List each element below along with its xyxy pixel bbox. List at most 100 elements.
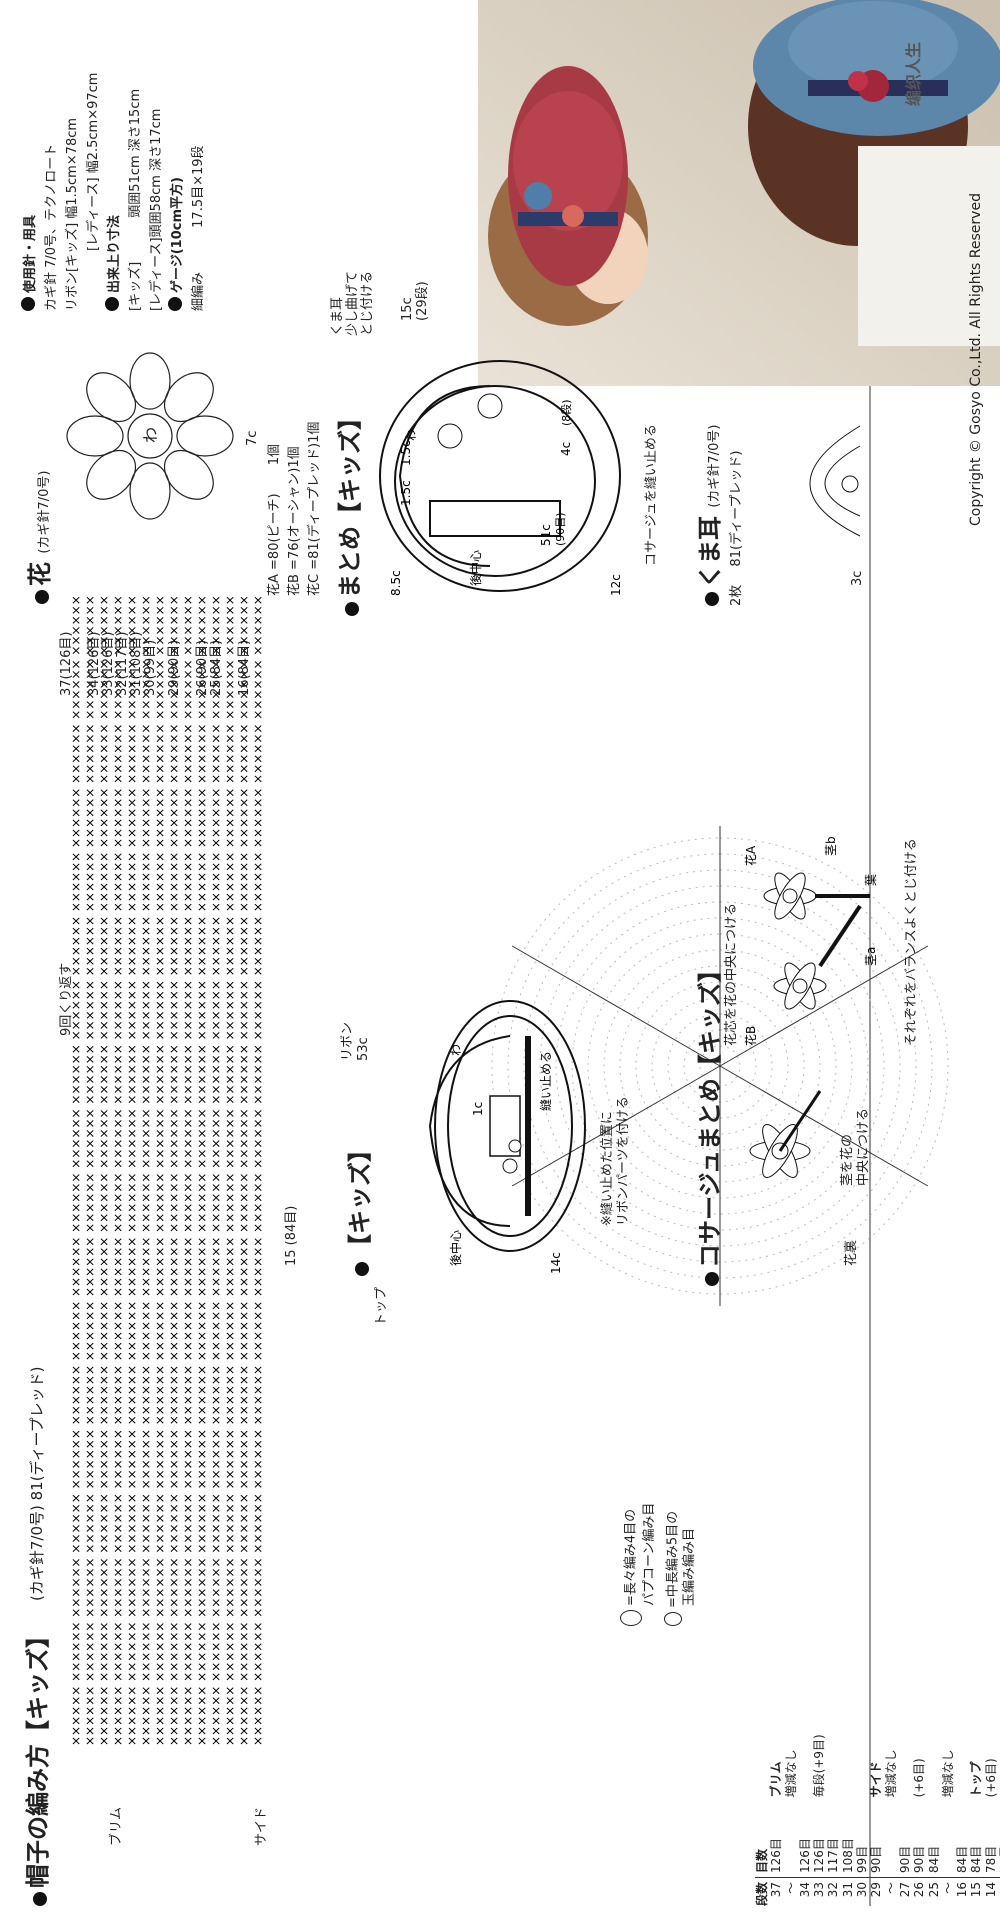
flower-petal [66, 415, 124, 457]
chart-r29: 29(90目) [167, 639, 182, 696]
bullet-icon [168, 297, 182, 311]
gauge-value: 17.5目×19段 [191, 145, 206, 228]
flower-back-label: 花裏 [844, 1239, 859, 1266]
stitch-count: 84目 [926, 1845, 941, 1873]
stitch-row: ×××××× ×××××× ×××××× ×××××× ×××××× ×××××… [139, 595, 153, 1746]
kids-note-1: ※縫い止めた位置に [600, 1111, 615, 1226]
legend-1b: パプコーン編み目 [642, 1502, 657, 1606]
stitch-row: ×××××× ×××××× ×××××× ×××××× ×××××× ×××××… [251, 595, 265, 1746]
row-note [927, 1730, 941, 1801]
stitch-count: 84目 [969, 1845, 984, 1873]
copyright-text: Copyright © Gosyo Co.,Ltd. All Rights Re… [968, 193, 984, 526]
flower-petal [86, 372, 137, 423]
stitch-count [784, 1801, 798, 1877]
summary-hat-diagram: 8.5c 1.5c 1.5c 後中心 わ 51c (90目) 4c (8段) 1… [379, 360, 623, 596]
row-number: 26 [912, 1877, 927, 1910]
balance-note: それぞれをバランスよくとじ付ける [904, 838, 919, 1046]
flower-width: 7c [245, 430, 260, 446]
stitch-row: ×××××× ×××××× ×××××× ×××××× ×××××× ×××××… [97, 595, 111, 1746]
stitch-row: ×××××× ×××××× ×××××× ×××××× ×××××× ×××××… [83, 595, 97, 1746]
chart-legend: =長々編み4目の パプコーン編み目 =中長編み5目の 玉編み編み目 [620, 1503, 698, 1626]
bullet-icon [21, 297, 35, 311]
stem-note-2: 中央につける [856, 1107, 871, 1186]
size-kids-value: 頭囲51cm 深さ15cm [128, 88, 143, 218]
kids-sew: 縫い止める [538, 1051, 553, 1111]
kids-ring: わ [449, 1044, 463, 1056]
chart-r32: 32(117目) [115, 631, 130, 697]
bullet-icon [355, 1262, 369, 1276]
stem-note-1: 茎を花の [840, 1133, 855, 1186]
size-kids-label: [キッズ] [128, 261, 143, 311]
chart-side-label: サイド [254, 1806, 269, 1846]
puff-stitch-icon [664, 1612, 682, 1626]
summary-4c: 4c [559, 442, 573, 456]
bullet-icon [345, 602, 359, 616]
gauge-label: 細編み [191, 271, 206, 311]
stitch-count: 90目 [897, 1845, 912, 1873]
flower-title: 花 (カギ針7/0号) [20, 471, 55, 604]
summary-ear-1: くま耳 [330, 296, 345, 336]
materials-block: 使用針・用具 カギ針 7/0号、テクノロート リボン[キッズ] 幅1.5cm×7… [20, 11, 209, 311]
row-note: サイド [869, 1761, 884, 1798]
summary-51c: 51c [539, 524, 553, 546]
flower-motif-diagram: わ [66, 352, 234, 520]
row-note: 毎段(+9目) [812, 1734, 827, 1798]
flower-ring-label: わ [141, 427, 160, 443]
stitch-row: ×××××× ×××××× ×××××× ×××××× ×××××× ×××××… [125, 595, 139, 1746]
stitch-count: 84目 [955, 1845, 970, 1873]
stitch-count [884, 1801, 898, 1877]
stitch-count: 117目 [826, 1838, 841, 1873]
chart-r33: 33(126目) [101, 631, 116, 697]
row-note [898, 1730, 912, 1801]
summary-ear-2: 少し曲げて [345, 270, 360, 336]
col-rows-header: 段数 [755, 1877, 770, 1910]
legend-2b: 玉編み編み目 [682, 1527, 697, 1606]
row-number: 29 [869, 1877, 884, 1910]
ear-stitch-diagram [809, 425, 861, 537]
summary-title: まとめ【キッズ】 [330, 406, 365, 616]
kids-hat-diagram: 後中心 わ 1c 14c 縫い止める [428, 1000, 586, 1274]
row-number: 16 [955, 1877, 970, 1910]
flower-petal [176, 415, 234, 457]
summary-15c: 15c (29段) [400, 281, 430, 321]
row-note: (+6目) [983, 1758, 998, 1798]
chart-top-label: トップ [374, 1286, 389, 1326]
needle-spec: カギ針 7/0号、テクノロート [44, 143, 59, 311]
corsage-sew-note: コサージュを縫い止める [644, 424, 659, 566]
leaf-tag: 葉 [864, 874, 878, 886]
ribbon-kids-label: リボン[キッズ] [65, 222, 80, 311]
top-increase-line [719, 1065, 929, 1187]
summary-90st: (90目) [554, 512, 567, 546]
top-increase-line [511, 1065, 721, 1187]
stem-a-tag: 茎a [864, 947, 878, 966]
row-note [955, 1730, 969, 1801]
corsage-arrangement-diagram: 花B 花A 茎a 茎b 葉 [743, 836, 878, 1046]
flower-a-tag: 花A [743, 845, 758, 866]
kids-14c: 14c [549, 1252, 563, 1274]
size-title: 出来上り寸法 [107, 214, 122, 293]
stitch-row: ×××××× ×××××× ×××××× ×××××× ×××××× ×××××… [181, 595, 195, 1746]
bullet-icon [705, 592, 719, 606]
summary-ear-3: とじ付ける [360, 270, 375, 336]
chart-row-counts: 37(126目) 34(126目) 33(126目) 32(117目) 31(1… [59, 631, 252, 697]
flower-a-count: 1個 [267, 443, 282, 466]
stitch-count: 126目 [797, 1838, 812, 1873]
row-number: 27 [897, 1877, 913, 1910]
summary-1-5c-a: 1.5c [399, 480, 413, 506]
chart-brim-label: ブリム [109, 1806, 124, 1846]
ear-size: 3c [850, 570, 865, 586]
top-increase-line [719, 945, 929, 1067]
stitch-row: ×××××× ×××××× ×××××× ×××××× ×××××× ×××××… [167, 595, 181, 1746]
